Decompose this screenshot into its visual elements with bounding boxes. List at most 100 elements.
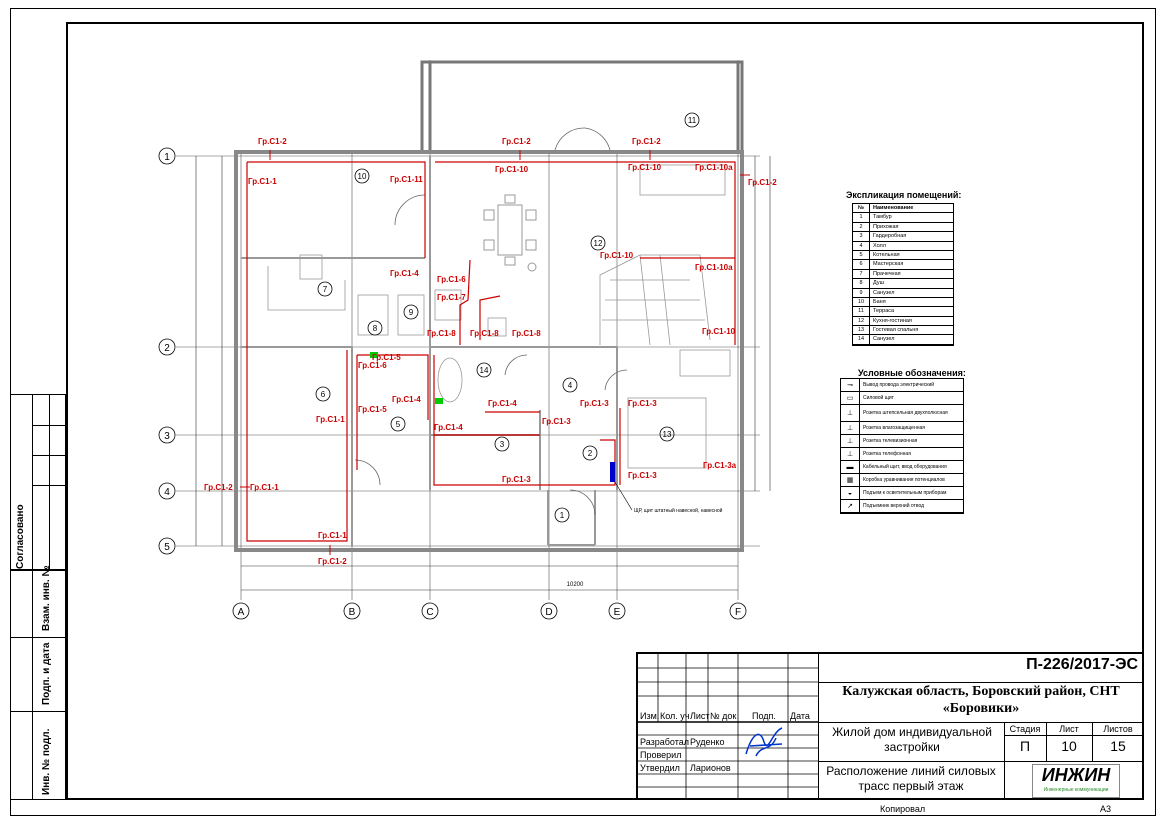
title-block: Изм. Кол. уч Лист № док Подп. Дата Разра… <box>636 652 1144 800</box>
label-c1-3: Гр.С1-3 <box>502 475 531 484</box>
legend-symbol-icon: ↗ <box>841 500 860 512</box>
legend-symbol-icon: ⊥ <box>841 435 860 447</box>
svg-text:2: 2 <box>164 343 170 354</box>
project-code: П-226/2017-ЭС <box>1026 656 1138 673</box>
power-shield-mark[interactable] <box>610 462 615 482</box>
circuit-labels: Гр.С1-2 Гр.С1-1 Гр.С1-11 Гр.С1-2 Гр.С1-1… <box>204 137 777 566</box>
legend-text: Коробка уравнивания потенциалов <box>863 477 945 483</box>
svg-text:4: 4 <box>164 487 170 498</box>
sheet-title: Расположение линий силовых трасс первый … <box>826 764 996 793</box>
label-c1-10: Гр.С1-10 <box>628 163 662 172</box>
stage-header: Стадия <box>1009 724 1041 734</box>
legend-text: Вывод провода электрический <box>863 382 935 388</box>
side-stamp-inventory: Взам. инв. № Подп. и дата Инв. № подл. <box>10 565 66 800</box>
staircase <box>599 254 711 346</box>
label-c1-5: Гр.С1-5 <box>358 405 387 414</box>
label-c1-1: Гр.С1-1 <box>316 415 345 424</box>
legend-row: ◒Подъем к осветительным приборам <box>841 487 963 500</box>
label-c1-10a: Гр.С1-10а <box>695 263 733 272</box>
svg-text:11: 11 <box>688 116 697 125</box>
legend-text: Розетка телевизионная <box>863 438 918 444</box>
legend-text: Подъем к осветительным приборам <box>863 490 947 496</box>
col-sign: Подп. <box>752 711 776 721</box>
label-c1-6: Гр.С1-6 <box>437 275 466 284</box>
axis-bubbles <box>158 147 747 620</box>
label-c1-3: Гр.С1-3 <box>628 471 657 480</box>
label-c1-1: Гр.С1-1 <box>318 531 347 540</box>
legend-row: ▦Коробка уравнивания потенциалов <box>841 474 963 487</box>
col-izm: Изм. <box>640 711 660 721</box>
col-kol: Кол. уч <box>660 711 690 721</box>
legend-table: ⊸Вывод провода электрический ▭Силовой щит… <box>840 378 964 514</box>
label-c1-2: Гр.С1-2 <box>258 137 287 146</box>
equipment-mark[interactable] <box>370 352 378 358</box>
legend-symbol-icon: ◒ <box>841 487 860 499</box>
svg-text:A: A <box>238 607 245 618</box>
label-c1-5: Гр.С1-5 <box>372 353 401 362</box>
svg-text:E: E <box>614 607 621 618</box>
label-c1-10: Гр.С1-10 <box>495 165 529 174</box>
legend-symbol-icon: ⊥ <box>841 448 860 460</box>
legend-text: Розетка влагозащищенная <box>863 425 925 431</box>
legend-text: Подъемник верхний отвод <box>863 503 925 509</box>
terrace-walls <box>420 60 744 150</box>
dining-table <box>483 194 537 272</box>
company-logo: ИНЖИН Инженерные коммуникации <box>1032 764 1120 798</box>
label-c1-3: Гр.С1-3 <box>580 399 609 408</box>
legend-row: ⊥Розетка телевизионная <box>841 435 963 448</box>
legend-row: ▭Силовой щит <box>841 392 963 405</box>
label-c1-3: Гр.С1-3 <box>542 417 571 426</box>
col-list: Лист <box>690 711 710 721</box>
legend-symbol-icon: ⊥ <box>841 405 860 421</box>
svg-text:14: 14 <box>480 366 489 375</box>
label-c1-11: Гр.С1-11 <box>390 175 423 184</box>
name-approver: Ларионов <box>690 763 731 773</box>
legend-symbol-icon: ⊥ <box>841 422 860 434</box>
role-developer: Разработал <box>640 737 689 747</box>
leader-line <box>614 481 633 511</box>
svg-text:10: 10 <box>358 172 367 181</box>
label-c1-2: Гр.С1-2 <box>318 557 347 566</box>
legend-row: ↗Подъемник верхний отвод <box>841 500 963 513</box>
label-c1-4: Гр.С1-4 <box>488 399 517 408</box>
axis-labels: 1 2 3 4 5 A B C D E F <box>164 152 741 618</box>
furniture <box>267 164 731 469</box>
doors <box>354 127 628 516</box>
legend-symbol-icon: ▬ <box>841 461 860 473</box>
explication-title: Экспликация помещений: <box>846 190 962 200</box>
legend-text: Кабельный щит, ввод оборудования <box>863 464 947 470</box>
label-c1-1: Гр.С1-1 <box>250 483 279 492</box>
svg-text:B: B <box>349 607 356 618</box>
side-stamp-approvals: Согласовано <box>10 394 66 571</box>
building-walls <box>234 150 744 552</box>
signature <box>745 727 783 757</box>
label-c1-2: Гр.С1-2 <box>632 137 661 146</box>
equipment-mark[interactable] <box>435 398 443 404</box>
stage-value: П <box>1019 738 1031 754</box>
label-c1-7: Гр.С1-7 <box>437 293 466 302</box>
col-date: Дата <box>790 711 810 721</box>
col-doc: № док <box>710 711 737 721</box>
legend-symbol-icon: ⊸ <box>841 379 860 391</box>
role-approver: Утвердил <box>640 763 680 773</box>
legend-row: ⊥Розетка штепсельная двухполюсная <box>841 405 963 422</box>
legend-text: Силовой щит <box>863 395 894 401</box>
power-routes[interactable] <box>246 161 736 542</box>
label-c1-1: Гр.С1-1 <box>248 177 277 186</box>
label-c1-10a: Гр.С1-10а <box>695 163 733 172</box>
label-c1-4: Гр.С1-4 <box>390 269 419 278</box>
svg-text:D: D <box>545 607 552 618</box>
dimension-lines <box>195 156 771 591</box>
label-c1-6: Гр.С1-6 <box>358 361 387 370</box>
label-c1-8: Гр.С1-8 <box>427 329 456 338</box>
svg-text:F: F <box>735 607 741 618</box>
label-c1-8: Гр.С1-8 <box>470 329 499 338</box>
